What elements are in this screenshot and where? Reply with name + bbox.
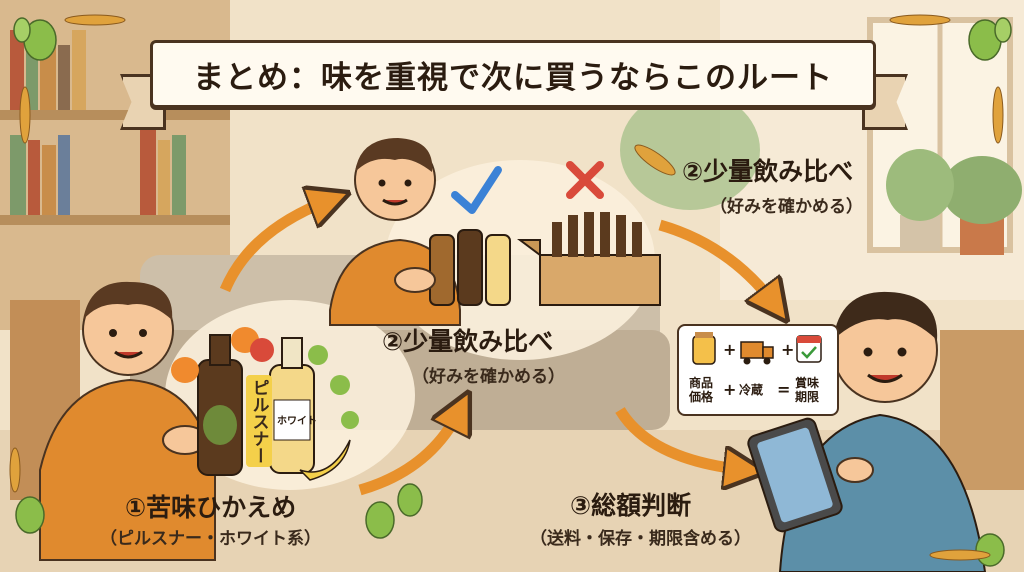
step1-label: ①苦味ひかえめ — [125, 488, 296, 524]
wheat-icon — [10, 15, 1003, 560]
step2-top-label: ②少量飲み比べ — [682, 152, 853, 188]
hop-icon — [14, 18, 1011, 566]
step2-center-label: ②少量飲み比べ — [382, 322, 553, 358]
step1-sublabel: （ピルスナー・ホワイト系） — [100, 524, 321, 549]
step2-center-sublabel: （好みを確かめる） — [412, 362, 565, 387]
step3-sublabel: （送料・保存・期限含める） — [530, 524, 751, 549]
step3-label: ③総額判断 — [570, 486, 691, 522]
step2-top-sublabel: （好みを確かめる） — [710, 192, 863, 217]
